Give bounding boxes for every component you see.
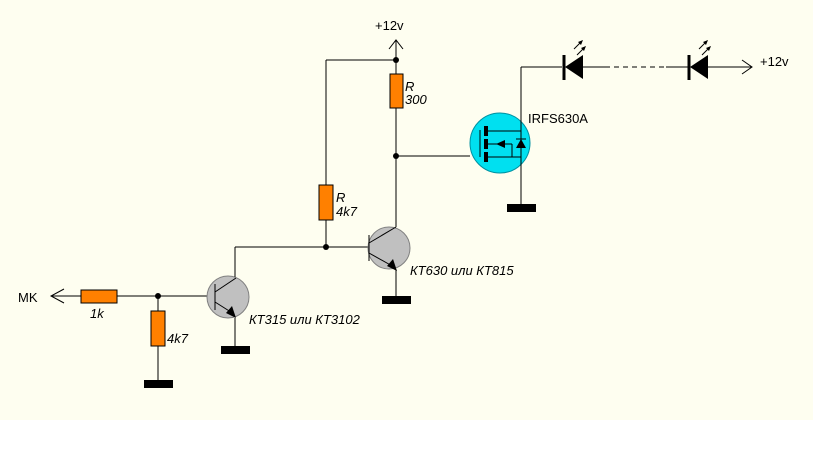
q2-label: КТ630 или КТ815 bbox=[410, 263, 514, 278]
resistor-pulldown-label: 4k7 bbox=[167, 331, 189, 346]
ground-symbol-2 bbox=[221, 346, 250, 354]
circuit-diagram: MK 1k 4k7 КТ315 или КТ3102 R 4k7 +12v R … bbox=[0, 0, 813, 420]
led-2 bbox=[687, 40, 711, 80]
supply-top-label: +12v bbox=[375, 18, 404, 33]
ground-symbol-3 bbox=[382, 296, 411, 304]
resistor-drain-value: 300 bbox=[405, 92, 427, 107]
ground-symbol-4 bbox=[507, 204, 536, 212]
resistor-1k bbox=[80, 289, 118, 304]
resistor-1k-label: 1k bbox=[90, 306, 105, 321]
transistor-q1 bbox=[206, 275, 250, 319]
junction-supply bbox=[393, 57, 399, 63]
q1-label: КТ315 или КТ3102 bbox=[249, 312, 361, 327]
led-1 bbox=[562, 40, 586, 80]
resistor-base-4k7 bbox=[318, 184, 334, 221]
resistor-drain-name: R bbox=[405, 79, 414, 94]
supply-right-label: +12v bbox=[760, 54, 789, 69]
supply-right-arrow bbox=[741, 59, 753, 75]
ground-symbol-1 bbox=[144, 380, 173, 388]
resistor-drain-300 bbox=[389, 73, 404, 109]
diagram-background bbox=[0, 0, 813, 420]
resistor-base-name: R bbox=[336, 190, 345, 205]
resistor-pulldown-4k7 bbox=[150, 310, 166, 347]
input-label: MK bbox=[18, 290, 38, 305]
resistor-base-value: 4k7 bbox=[336, 204, 358, 219]
mosfet-label: IRFS630A bbox=[528, 111, 588, 126]
transistor-q2 bbox=[367, 226, 411, 271]
